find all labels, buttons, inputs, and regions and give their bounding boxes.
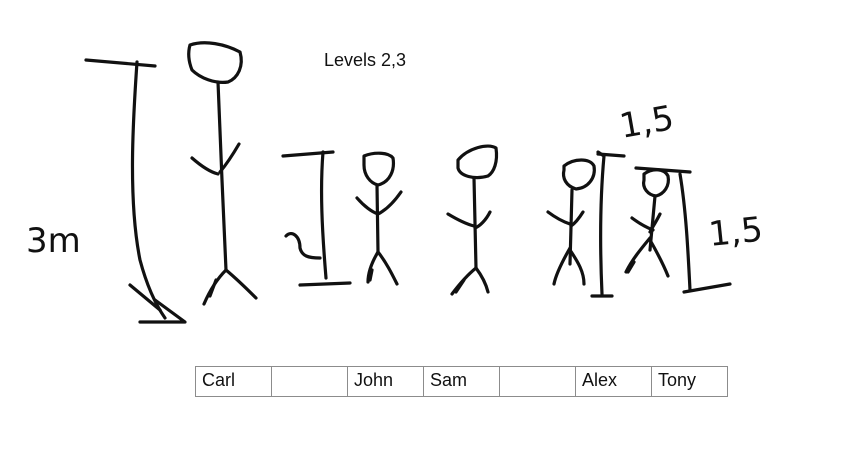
table-row: Carl John Sam Alex Tony <box>195 366 728 397</box>
name-cell-1: Carl <box>195 366 272 397</box>
name-cell-4: Sam <box>423 366 500 397</box>
names-table: Carl John Sam Alex Tony <box>195 366 728 397</box>
gallows-small-icon <box>281 150 352 287</box>
gallows-right-icon <box>634 166 732 294</box>
stick-figure-3 <box>446 144 499 296</box>
pole-icon <box>590 150 626 298</box>
annotation-top-right: 1,5 <box>617 98 677 147</box>
stick-figure-4 <box>546 158 596 286</box>
annotation-left: 3m <box>26 221 81 261</box>
name-cell-6: Alex <box>575 366 652 397</box>
annotation-right: 1,5 <box>707 210 765 255</box>
stick-figure-5 <box>624 168 670 278</box>
name-cell-5 <box>499 366 576 397</box>
name-cell-3: John <box>347 366 424 397</box>
page-title: Levels 2,3 <box>324 50 407 70</box>
gallows-large-icon <box>84 58 187 324</box>
stick-figure-1 <box>187 41 258 306</box>
stick-figure-2 <box>355 151 403 286</box>
name-cell-7: Tony <box>651 366 728 397</box>
name-cell-2 <box>271 366 348 397</box>
